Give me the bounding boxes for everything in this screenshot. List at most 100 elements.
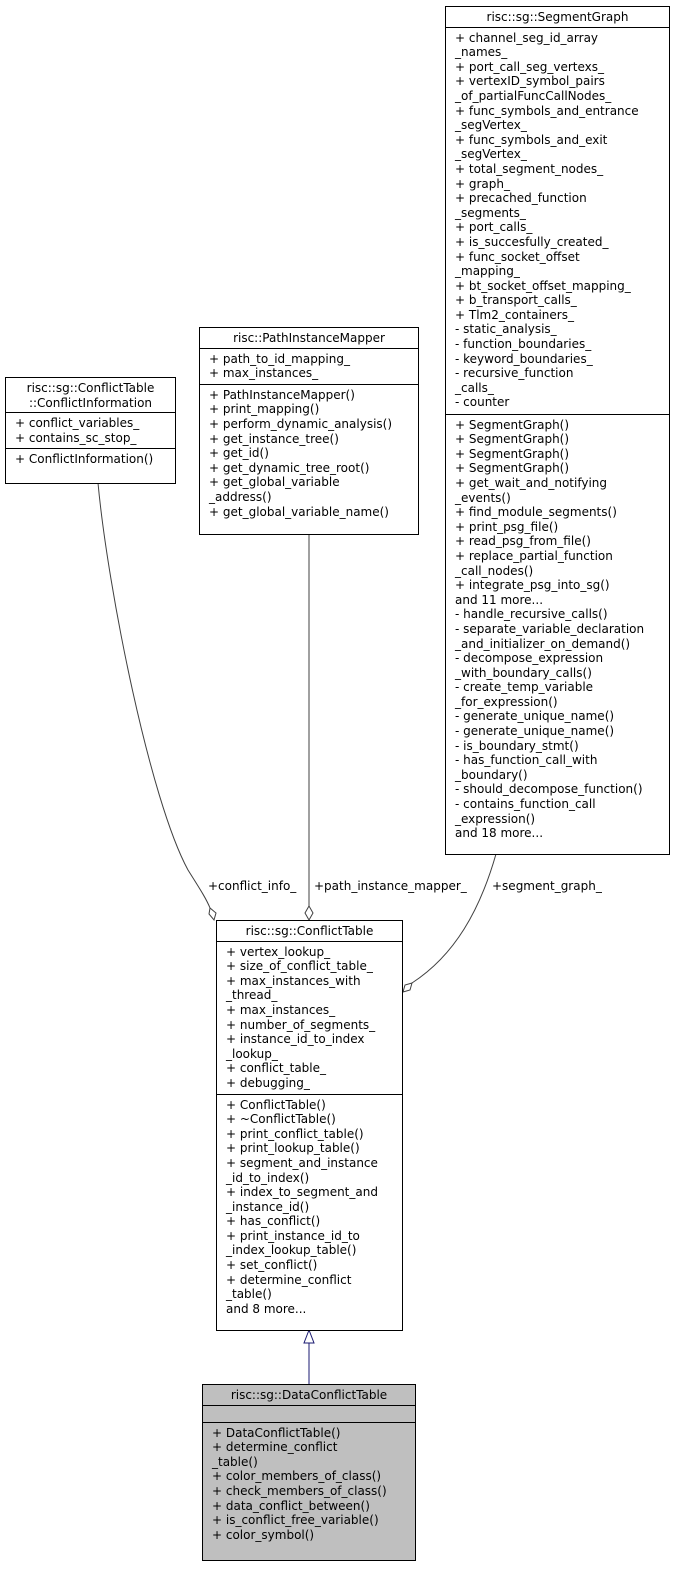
method-row: - is_boundary_stmt() <box>455 738 579 753</box>
method-row: + has_conflict() <box>226 1214 321 1229</box>
edge-conflict-info-diamond <box>208 907 217 922</box>
method-row: - create_temp_variable <box>455 680 594 695</box>
method-row: _id_to_index() <box>226 1170 310 1185</box>
attribute-row: + func_symbols_and_entrance <box>455 103 639 118</box>
attribute-row: + max_instances_ <box>226 1002 336 1017</box>
method-row: _index_lookup_table() <box>226 1243 357 1258</box>
attribute-row: + max_instances_ <box>209 366 319 381</box>
attribute-row: _mapping_ <box>455 264 520 279</box>
method-row: - generate_unique_name() <box>455 709 615 724</box>
method-row: + get_wait_and_notifying <box>455 475 608 490</box>
attribute-row: + b_transport_calls_ <box>455 293 577 308</box>
method-row: + get_id() <box>209 446 269 461</box>
method-row: - decompose_expression <box>455 651 604 666</box>
class-title: risc::sg::SegmentGraph <box>446 7 669 27</box>
attribute-row: + func_symbols_and_exit <box>455 132 608 147</box>
attribute-row: _segVertex_ <box>455 147 527 162</box>
method-row: and 11 more... <box>455 592 544 607</box>
method-row: _events() <box>455 490 511 505</box>
class-box-conflict-information[interactable]: risc::sg::ConflictTable::ConflictInforma… <box>5 377 176 484</box>
method-row: + color_members_of_class() <box>212 1469 382 1484</box>
method-row: + PathInstanceMapper() <box>209 387 355 402</box>
method-row: + SegmentGraph() <box>455 432 570 447</box>
attributes-section: + channel_seg_id_array_names_+ port_call… <box>446 26 669 414</box>
attribute-row: + debugging_ <box>226 1075 310 1090</box>
class-box-conflict-table[interactable]: risc::sg::ConflictTable + vertex_lookup_… <box>216 920 403 1331</box>
attribute-row: _of_partialFuncCallNodes_ <box>455 88 612 103</box>
methods-section: + ConflictTable()+ ~ConflictTable()+ pri… <box>217 1093 402 1320</box>
method-row: + ~ConflictTable() <box>226 1112 336 1127</box>
attribute-row: - recursive_function <box>455 366 574 381</box>
method-row: + get_dynamic_tree_root() <box>209 460 370 475</box>
class-title: risc::sg::ConflictTable::ConflictInforma… <box>6 378 175 412</box>
method-row: _address() <box>209 489 272 504</box>
attribute-row: _lookup_ <box>226 1046 278 1061</box>
method-row: + ConflictTable() <box>226 1097 326 1112</box>
method-row: + perform_dynamic_analysis() <box>209 416 393 431</box>
attribute-row: + contains_sc_stop_ <box>15 430 137 445</box>
method-row: + SegmentGraph() <box>455 417 570 432</box>
attribute-row: + precached_function <box>455 191 587 206</box>
class-box-segment-graph[interactable]: risc::sg::SegmentGraph + channel_seg_id_… <box>445 6 670 855</box>
edge-inheritance-arrow <box>303 1328 315 1344</box>
method-row: + color_symbol() <box>212 1527 315 1542</box>
method-row: + DataConflictTable() <box>212 1425 341 1440</box>
attribute-row: _names_ <box>455 45 508 60</box>
method-row: + print_conflict_table() <box>226 1126 364 1141</box>
method-row: + index_to_segment_and <box>226 1185 378 1200</box>
method-row: _call_nodes() <box>455 563 534 578</box>
method-row: + check_members_of_class() <box>212 1483 387 1498</box>
class-box-path-instance-mapper[interactable]: risc::PathInstanceMapper + path_to_id_ma… <box>199 327 419 535</box>
attribute-row: _calls_ <box>455 380 494 395</box>
class-title: risc::sg::ConflictTable <box>217 921 402 941</box>
class-title-line: risc::sg::DataConflictTable <box>230 1388 388 1402</box>
method-row: + print_mapping() <box>209 402 320 417</box>
attribute-row: + port_calls_ <box>455 220 533 235</box>
attribute-row: + is_succesfully_created_ <box>455 234 609 249</box>
method-row: + replace_partial_function <box>455 548 613 563</box>
class-title-line: risc::sg::SegmentGraph <box>486 10 629 24</box>
method-row: + determine_conflict <box>212 1440 338 1455</box>
attribute-row: - static_analysis_ <box>455 322 557 337</box>
method-row: - separate_variable_declaration <box>455 621 645 636</box>
method-row: - has_function_call_with <box>455 753 598 768</box>
method-row: _and_initializer_on_demand() <box>455 636 631 651</box>
methods-section: + ConflictInformation() <box>6 448 175 470</box>
class-title-line: risc::sg::ConflictTable <box>26 381 155 395</box>
edge-path-instance-mapper-diamond <box>304 904 314 922</box>
attribute-row: + bt_socket_offset_mapping_ <box>455 278 631 293</box>
class-title: risc::PathInstanceMapper <box>200 328 418 348</box>
attribute-row: + vertex_lookup_ <box>226 944 331 959</box>
edge-segment-graph-diamond <box>402 982 413 993</box>
methods-section: + SegmentGraph()+ SegmentGraph()+ Segmen… <box>446 413 669 844</box>
method-row: + ConflictInformation() <box>15 452 154 467</box>
attribute-row: - keyword_boundaries_ <box>455 351 593 366</box>
method-row: + get_global_variable <box>209 475 340 490</box>
method-row: _instance_id() <box>226 1199 310 1214</box>
edge-label-segment-graph: +segment_graph_ <box>492 879 602 893</box>
methods-section: + PathInstanceMapper()+ print_mapping()+… <box>200 383 418 522</box>
method-row: + find_module_segments() <box>455 505 617 520</box>
attribute-row: _segVertex_ <box>455 118 527 133</box>
method-row: _for_expression() <box>455 694 558 709</box>
method-row: + SegmentGraph() <box>455 461 570 476</box>
method-row: + print_psg_file() <box>455 519 559 534</box>
attribute-row: + func_socket_offset <box>455 249 580 264</box>
method-row: - should_decompose_function() <box>455 782 643 797</box>
method-row: _table() <box>226 1287 272 1302</box>
class-box-data-conflict-table[interactable]: risc::sg::DataConflictTable + DataConfli… <box>202 1384 416 1561</box>
method-row: + print_instance_id_to <box>226 1228 360 1243</box>
attributes-section <box>203 1404 415 1422</box>
attribute-row: + instance_id_to_index <box>226 1032 365 1047</box>
method-row: + SegmentGraph() <box>455 446 570 461</box>
attribute-row: + total_segment_nodes_ <box>455 161 604 176</box>
class-title-line: risc::PathInstanceMapper <box>233 331 385 345</box>
attribute-row: - function_boundaries_ <box>455 337 592 352</box>
attribute-row: + number_of_segments_ <box>226 1017 376 1032</box>
method-row: and 8 more... <box>226 1301 307 1316</box>
attribute-row: + max_instances_with <box>226 973 361 988</box>
method-row: + segment_and_instance <box>226 1155 378 1170</box>
attribute-row: + size_of_conflict_table_ <box>226 959 373 974</box>
attribute-row: + port_call_seg_vertexs_ <box>455 59 604 74</box>
